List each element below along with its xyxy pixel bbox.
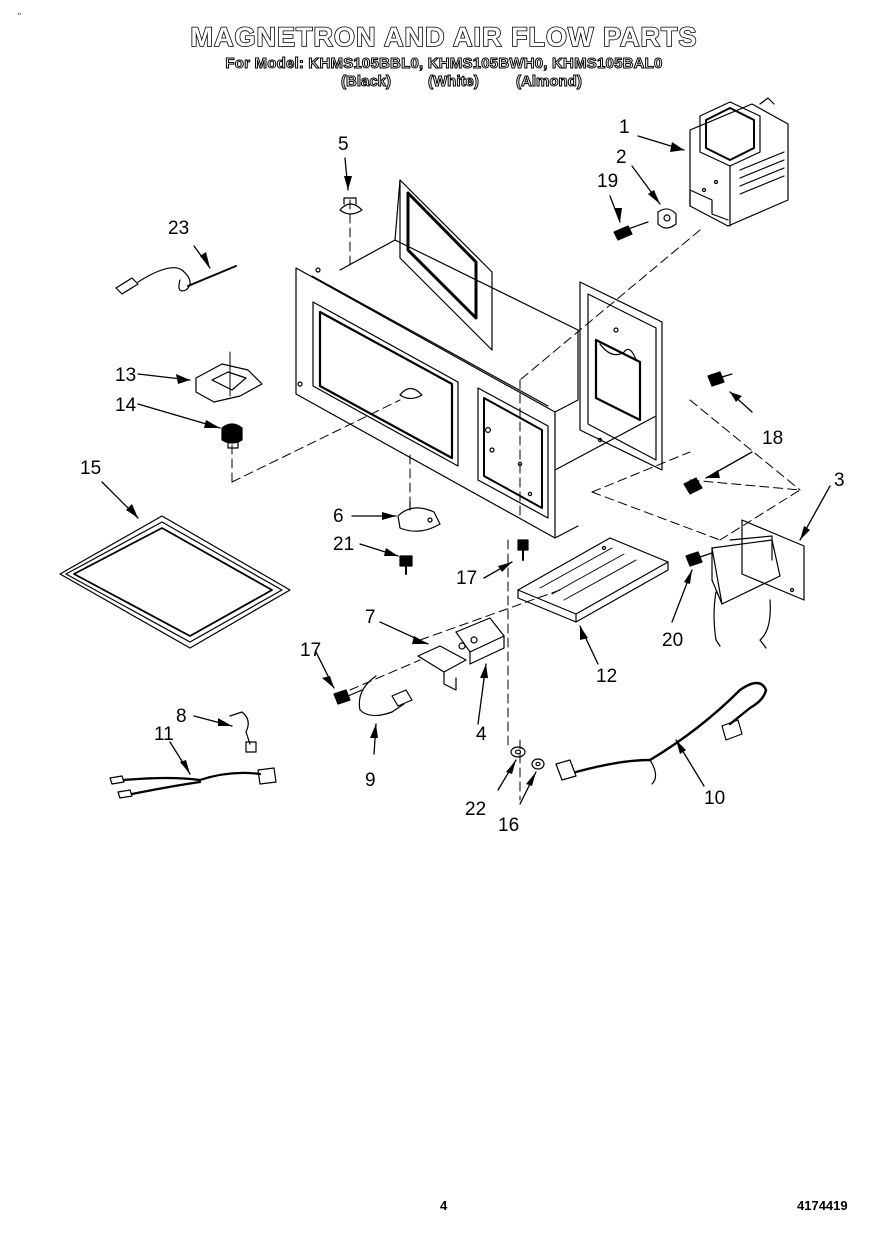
screw-part-17-upper bbox=[517, 539, 529, 561]
callout-7: 7 bbox=[365, 607, 376, 628]
variant-almond: (Almond) bbox=[516, 73, 583, 91]
air-guide-part bbox=[517, 537, 669, 623]
screw-part-19 bbox=[613, 221, 649, 241]
harness-part-10 bbox=[555, 681, 768, 785]
screw-part-20 bbox=[685, 551, 713, 567]
thermostat-part bbox=[657, 208, 677, 229]
callout-2: 2 bbox=[616, 147, 627, 168]
callout-numbers: 1 2 3 4 5 6 7 8 9 10 11 12 13 14 15 16 1… bbox=[80, 117, 845, 836]
bushing-part bbox=[221, 423, 243, 449]
callout-8: 8 bbox=[176, 706, 187, 727]
callout-18: 18 bbox=[762, 428, 783, 449]
callout-13: 13 bbox=[115, 365, 136, 386]
callout-14: 14 bbox=[115, 395, 137, 416]
callout-1: 1 bbox=[619, 117, 630, 138]
callout-5: 5 bbox=[338, 134, 349, 155]
callout-9: 9 bbox=[365, 770, 376, 791]
callout-17-upper: 17 bbox=[456, 568, 477, 589]
variant-white: (White) bbox=[428, 73, 480, 91]
transformer-part bbox=[711, 519, 805, 649]
panel-part-15 bbox=[59, 515, 291, 649]
callout-12: 12 bbox=[596, 666, 617, 687]
callout-22: 22 bbox=[465, 799, 486, 820]
cavity-housing bbox=[295, 179, 663, 539]
callout-6: 6 bbox=[333, 506, 344, 527]
wire-part-8 bbox=[229, 711, 257, 753]
diode-part bbox=[358, 675, 413, 717]
washer-part-16 bbox=[531, 758, 545, 770]
callout-11: 11 bbox=[154, 724, 174, 745]
thermal-fuse-part bbox=[339, 197, 363, 215]
screw-part-18 bbox=[683, 371, 733, 495]
callout-19: 19 bbox=[597, 171, 618, 192]
leader-lines bbox=[101, 135, 831, 805]
variant-black: (Black) bbox=[340, 73, 392, 91]
callout-23: 23 bbox=[168, 218, 189, 239]
motor-part bbox=[397, 501, 441, 532]
page-number: 4 bbox=[440, 1198, 448, 1213]
sensor-probe-part bbox=[115, 265, 237, 295]
leader-arrowheads bbox=[126, 142, 810, 786]
document-number: 4174419 bbox=[797, 1198, 848, 1213]
page-title: MAGNETRON AND AIR FLOW PARTS bbox=[190, 21, 698, 53]
stirrer-blade-part bbox=[195, 351, 263, 403]
magnetron-part bbox=[689, 97, 789, 227]
callout-16: 16 bbox=[498, 815, 519, 836]
callout-17-lower: 17 bbox=[300, 640, 321, 661]
callout-15: 15 bbox=[80, 458, 101, 479]
screw-part-17-lower bbox=[333, 689, 363, 705]
harness-part-11 bbox=[109, 767, 277, 799]
screw-part-21 bbox=[399, 555, 413, 575]
model-numbers: For Model: KHMS105BBL0, KHMS105BWH0, KHM… bbox=[225, 55, 663, 73]
washer-part-22 bbox=[510, 746, 526, 758]
capacitor-part bbox=[455, 617, 505, 665]
callout-3: 3 bbox=[834, 470, 845, 491]
callout-10: 10 bbox=[704, 788, 725, 809]
callout-20: 20 bbox=[662, 630, 683, 651]
corner-mark: " bbox=[18, 12, 21, 21]
callout-4: 4 bbox=[476, 724, 487, 745]
assembly-lines bbox=[231, 199, 801, 801]
callout-21: 21 bbox=[333, 534, 354, 555]
capacitor-bracket-part bbox=[417, 645, 467, 691]
